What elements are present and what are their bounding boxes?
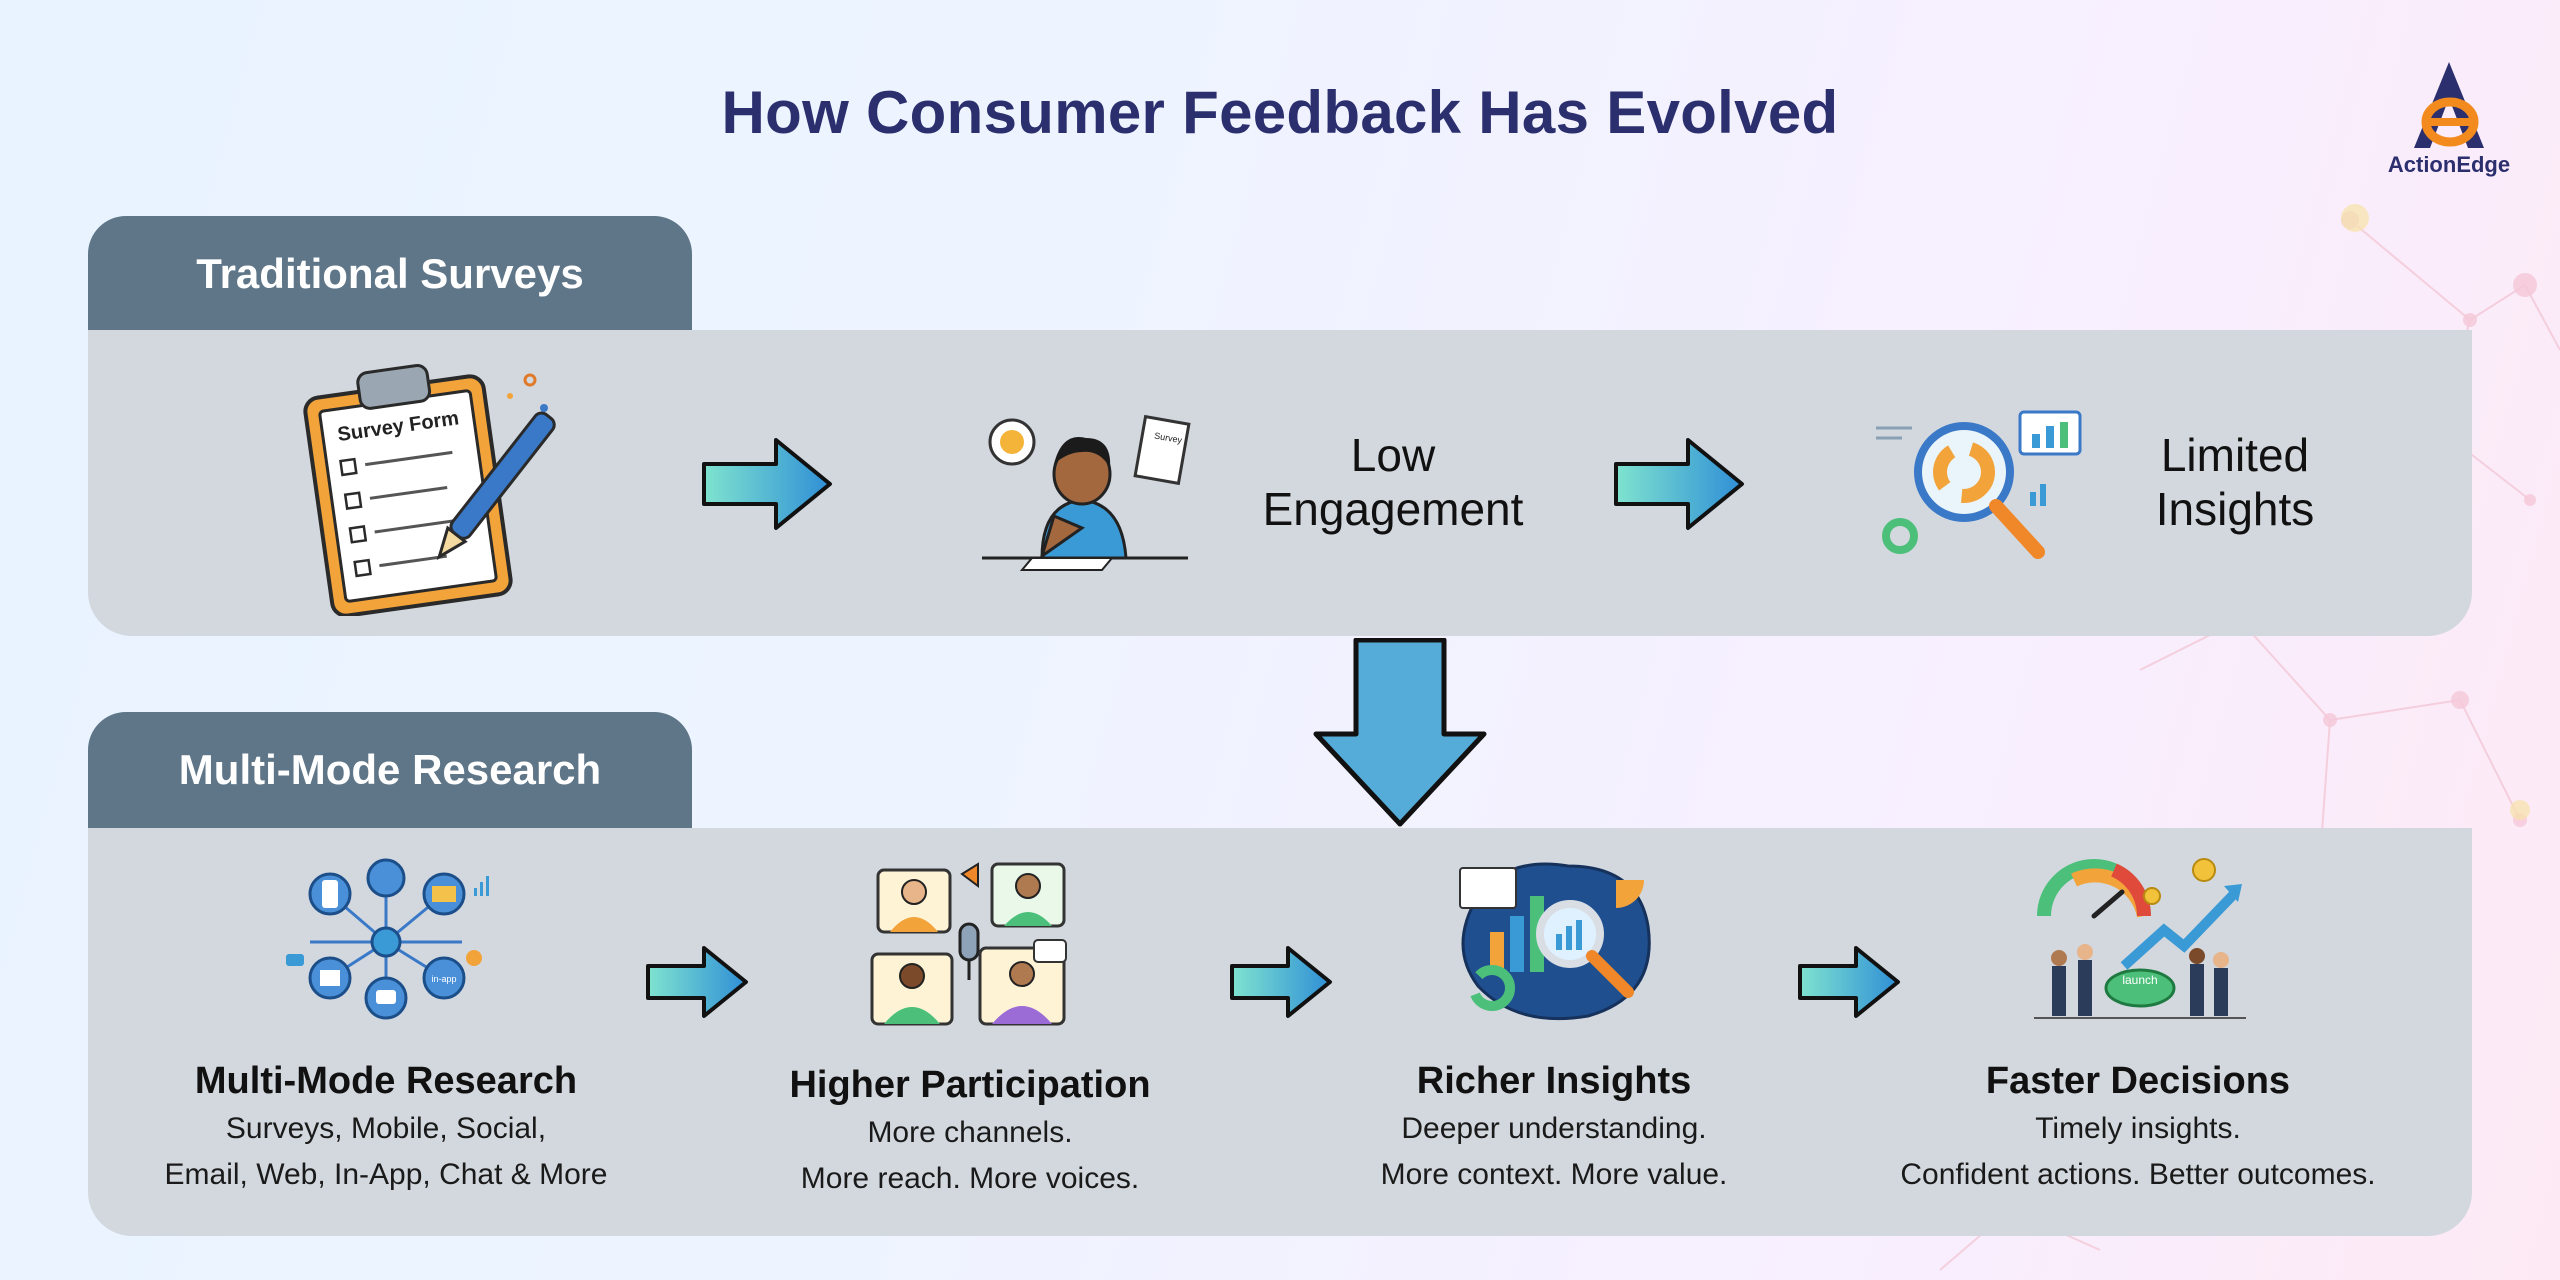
arrow-right-icon [646,946,748,1018]
logo-mark-icon [2414,62,2484,148]
step-higher-participation: Higher Participation More channels. More… [789,1064,1151,1195]
tab-multi-mode-research: Multi-Mode Research [88,712,692,828]
arrow-down-icon [1313,638,1487,827]
page-title: How Consumer Feedback Has Evolved [721,79,1839,146]
step-richer-insights: Richer Insights Deeper understanding. Mo… [1380,1060,1728,1191]
survey-clipboard-icon: Survey Form [303,364,556,616]
step-multi-mode-research: Multi-Mode Research Surveys, Mobile, Soc… [164,1060,608,1191]
in-app-label: in-app [431,974,456,984]
actionedge-logo: ActionEdge [2384,56,2514,186]
arrow-right-icon [1798,946,1900,1018]
magnifier-analytics-icon [1876,410,2082,559]
step-faster-decisions: Faster Decisions Timely insights. Confid… [1900,1060,2376,1191]
arrow-right-icon [1614,438,1744,530]
rich-analytics-icon [1459,862,1651,1021]
bored-respondent-icon: Survey [982,414,1191,571]
low-engagement-label: Low Engagement [1262,429,1524,535]
tab-traditional-surveys: Traditional Surveys [88,216,692,332]
launch-button-label: launch [2122,973,2157,987]
logo-text: ActionEdge [2387,152,2511,177]
survey-paper-label: Survey [1154,431,1184,446]
faster-decisions-icon: launch [2034,858,2246,1019]
limited-insights-label: Limited Insights [2155,429,2315,535]
arrow-right-icon [1230,946,1332,1018]
participation-people-icon [870,862,1067,1026]
multi-mode-panel [88,828,2472,1236]
arrow-right-icon [702,438,832,530]
channels-hub-icon: in-app [286,858,489,1020]
